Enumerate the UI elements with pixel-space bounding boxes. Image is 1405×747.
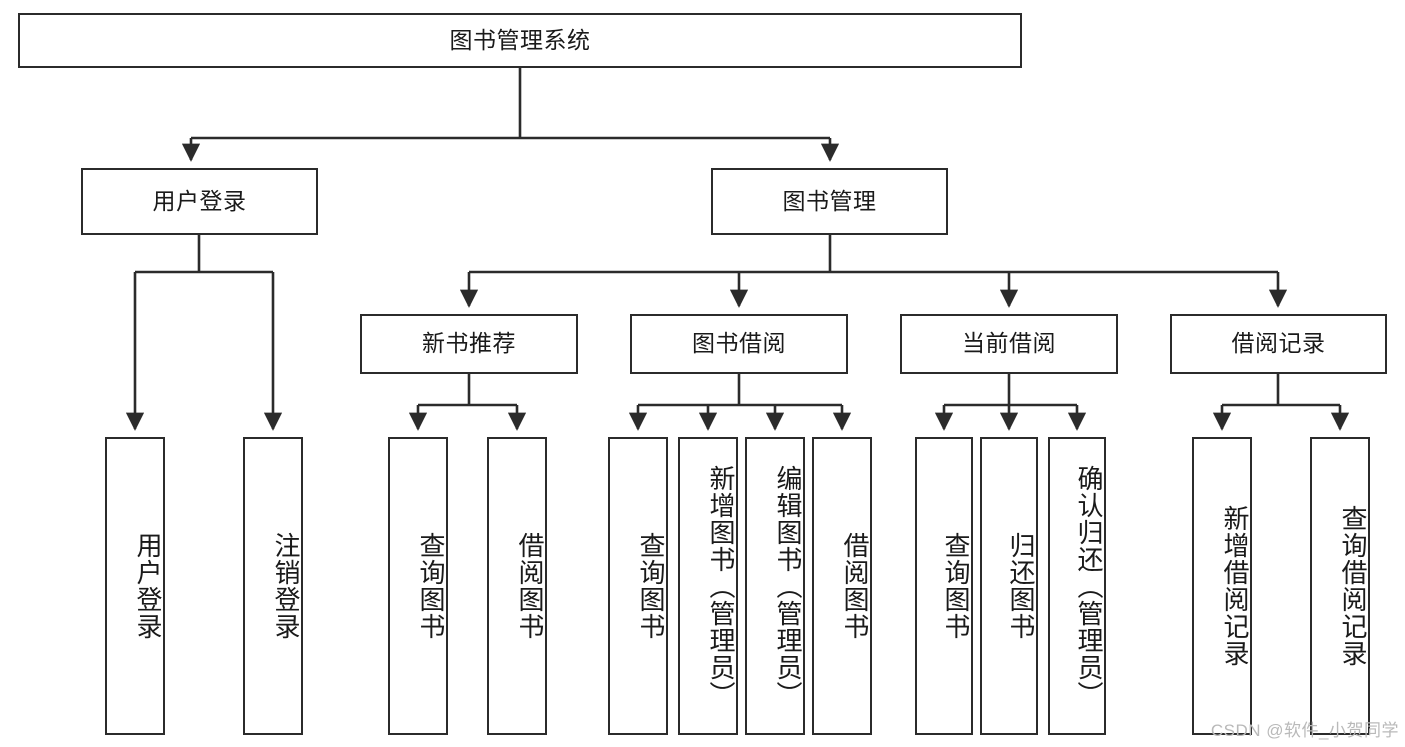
leaf-return-book[interactable]: 归还图书 bbox=[980, 437, 1038, 735]
leaf-query-book-current[interactable]: 查询图书 bbox=[915, 437, 973, 735]
node-root[interactable]: 图书管理系统 bbox=[18, 13, 1022, 68]
leaf-confirm-return-admin[interactable]: 确认归还（管理员） bbox=[1048, 437, 1106, 735]
leaf-logout[interactable]: 注销登录 bbox=[243, 437, 303, 735]
node-book-borrow[interactable]: 图书借阅 bbox=[630, 314, 848, 374]
leaf-add-book-admin[interactable]: 新增图书（管理员） bbox=[678, 437, 738, 735]
leaf-edit-book-admin[interactable]: 编辑图书（管理员） bbox=[745, 437, 805, 735]
node-current-borrow[interactable]: 当前借阅 bbox=[900, 314, 1118, 374]
leaf-add-borrow-record[interactable]: 新增借阅记录 bbox=[1192, 437, 1252, 735]
leaf-query-borrow-record[interactable]: 查询借阅记录 bbox=[1310, 437, 1370, 735]
leaf-lend-book[interactable]: 借阅图书 bbox=[812, 437, 872, 735]
node-user-login[interactable]: 用户登录 bbox=[81, 168, 318, 235]
leaf-user-login[interactable]: 用户登录 bbox=[105, 437, 165, 735]
leaf-borrow-book-recommend[interactable]: 借阅图书 bbox=[487, 437, 547, 735]
leaf-query-book-borrow[interactable]: 查询图书 bbox=[608, 437, 668, 735]
node-book-management[interactable]: 图书管理 bbox=[711, 168, 948, 235]
node-new-book-recommend[interactable]: 新书推荐 bbox=[360, 314, 578, 374]
node-borrow-record[interactable]: 借阅记录 bbox=[1170, 314, 1387, 374]
csdn-watermark: CSDN @软件_小贺同学 bbox=[1210, 721, 1399, 740]
leaf-query-book-recommend[interactable]: 查询图书 bbox=[388, 437, 448, 735]
